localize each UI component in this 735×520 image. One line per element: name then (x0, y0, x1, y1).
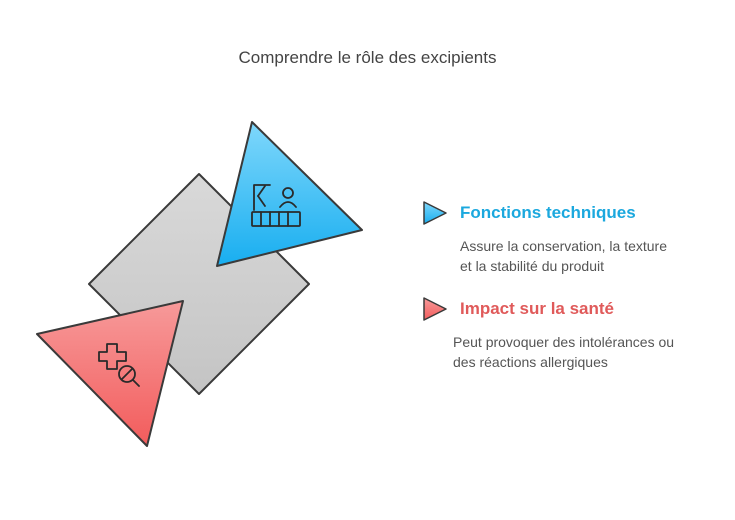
impact-sante-desc-line2: des réactions allergiques (453, 354, 608, 370)
red-triangle (36, 300, 184, 447)
fonctions-techniques-desc-line1: Assure la conservation, la texture (460, 238, 667, 254)
impact-sante-desc-line1: Peut provoquer des intolérances ou (453, 334, 675, 350)
impact-sante-marker-icon (423, 297, 447, 321)
diagram-title: Comprendre le rôle des excipients (238, 48, 497, 67)
impact-sante-heading: Impact sur la santé (460, 299, 615, 318)
medical-pill-icon (98, 343, 140, 387)
workstation-people-icon (251, 184, 301, 227)
impact-sante-description: Peut provoquer des intolérances ou des r… (453, 332, 713, 372)
fonctions-techniques-desc-line2: et la stabilité du produit (460, 258, 604, 274)
blue-triangle (216, 121, 363, 267)
fonctions-techniques-description: Assure la conservation, la texture et la… (460, 236, 720, 276)
fonctions-techniques-heading: Fonctions techniques (460, 203, 636, 222)
fonctions-techniques-marker-icon (423, 201, 447, 225)
